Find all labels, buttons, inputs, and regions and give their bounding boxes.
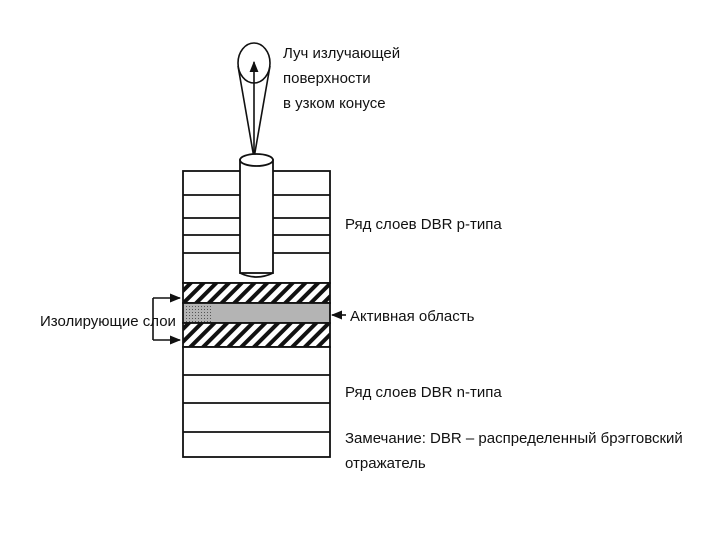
lower-isolating-layer	[182, 322, 331, 348]
beam-label-line-2: поверхности	[283, 70, 371, 87]
cylinder-top	[239, 153, 274, 167]
active-region	[182, 302, 331, 324]
isolating-label: Изолирующие слои	[40, 313, 176, 330]
cone-edge-right	[253, 65, 271, 159]
upper-isolating-layer	[182, 282, 331, 304]
n-dbr-outline	[182, 346, 331, 458]
active-region-label: Активная область	[350, 308, 475, 325]
p-dbr-label: Ряд слоев DBR p-типа	[345, 216, 502, 233]
note-label-line-1: Замечание: DBR – распределенный брэгговс…	[345, 430, 683, 447]
beam-label-line-3: в узком конусе	[283, 95, 386, 112]
cone-edge-left	[237, 65, 255, 159]
beam-label-line-1: Луч излучающей	[283, 45, 400, 62]
note-label-line-2: отражатель	[345, 455, 426, 472]
emission-cone	[237, 42, 271, 159]
n-dbr-stack	[182, 346, 331, 458]
cylinder-body	[239, 159, 274, 274]
isolating-bracket	[152, 293, 182, 345]
cylinder-bottom	[239, 272, 274, 278]
emission-cylinder	[239, 153, 274, 278]
n-dbr-label: Ряд слоев DBR n-типа	[345, 384, 502, 401]
active-region-dotted-edge	[184, 304, 211, 322]
